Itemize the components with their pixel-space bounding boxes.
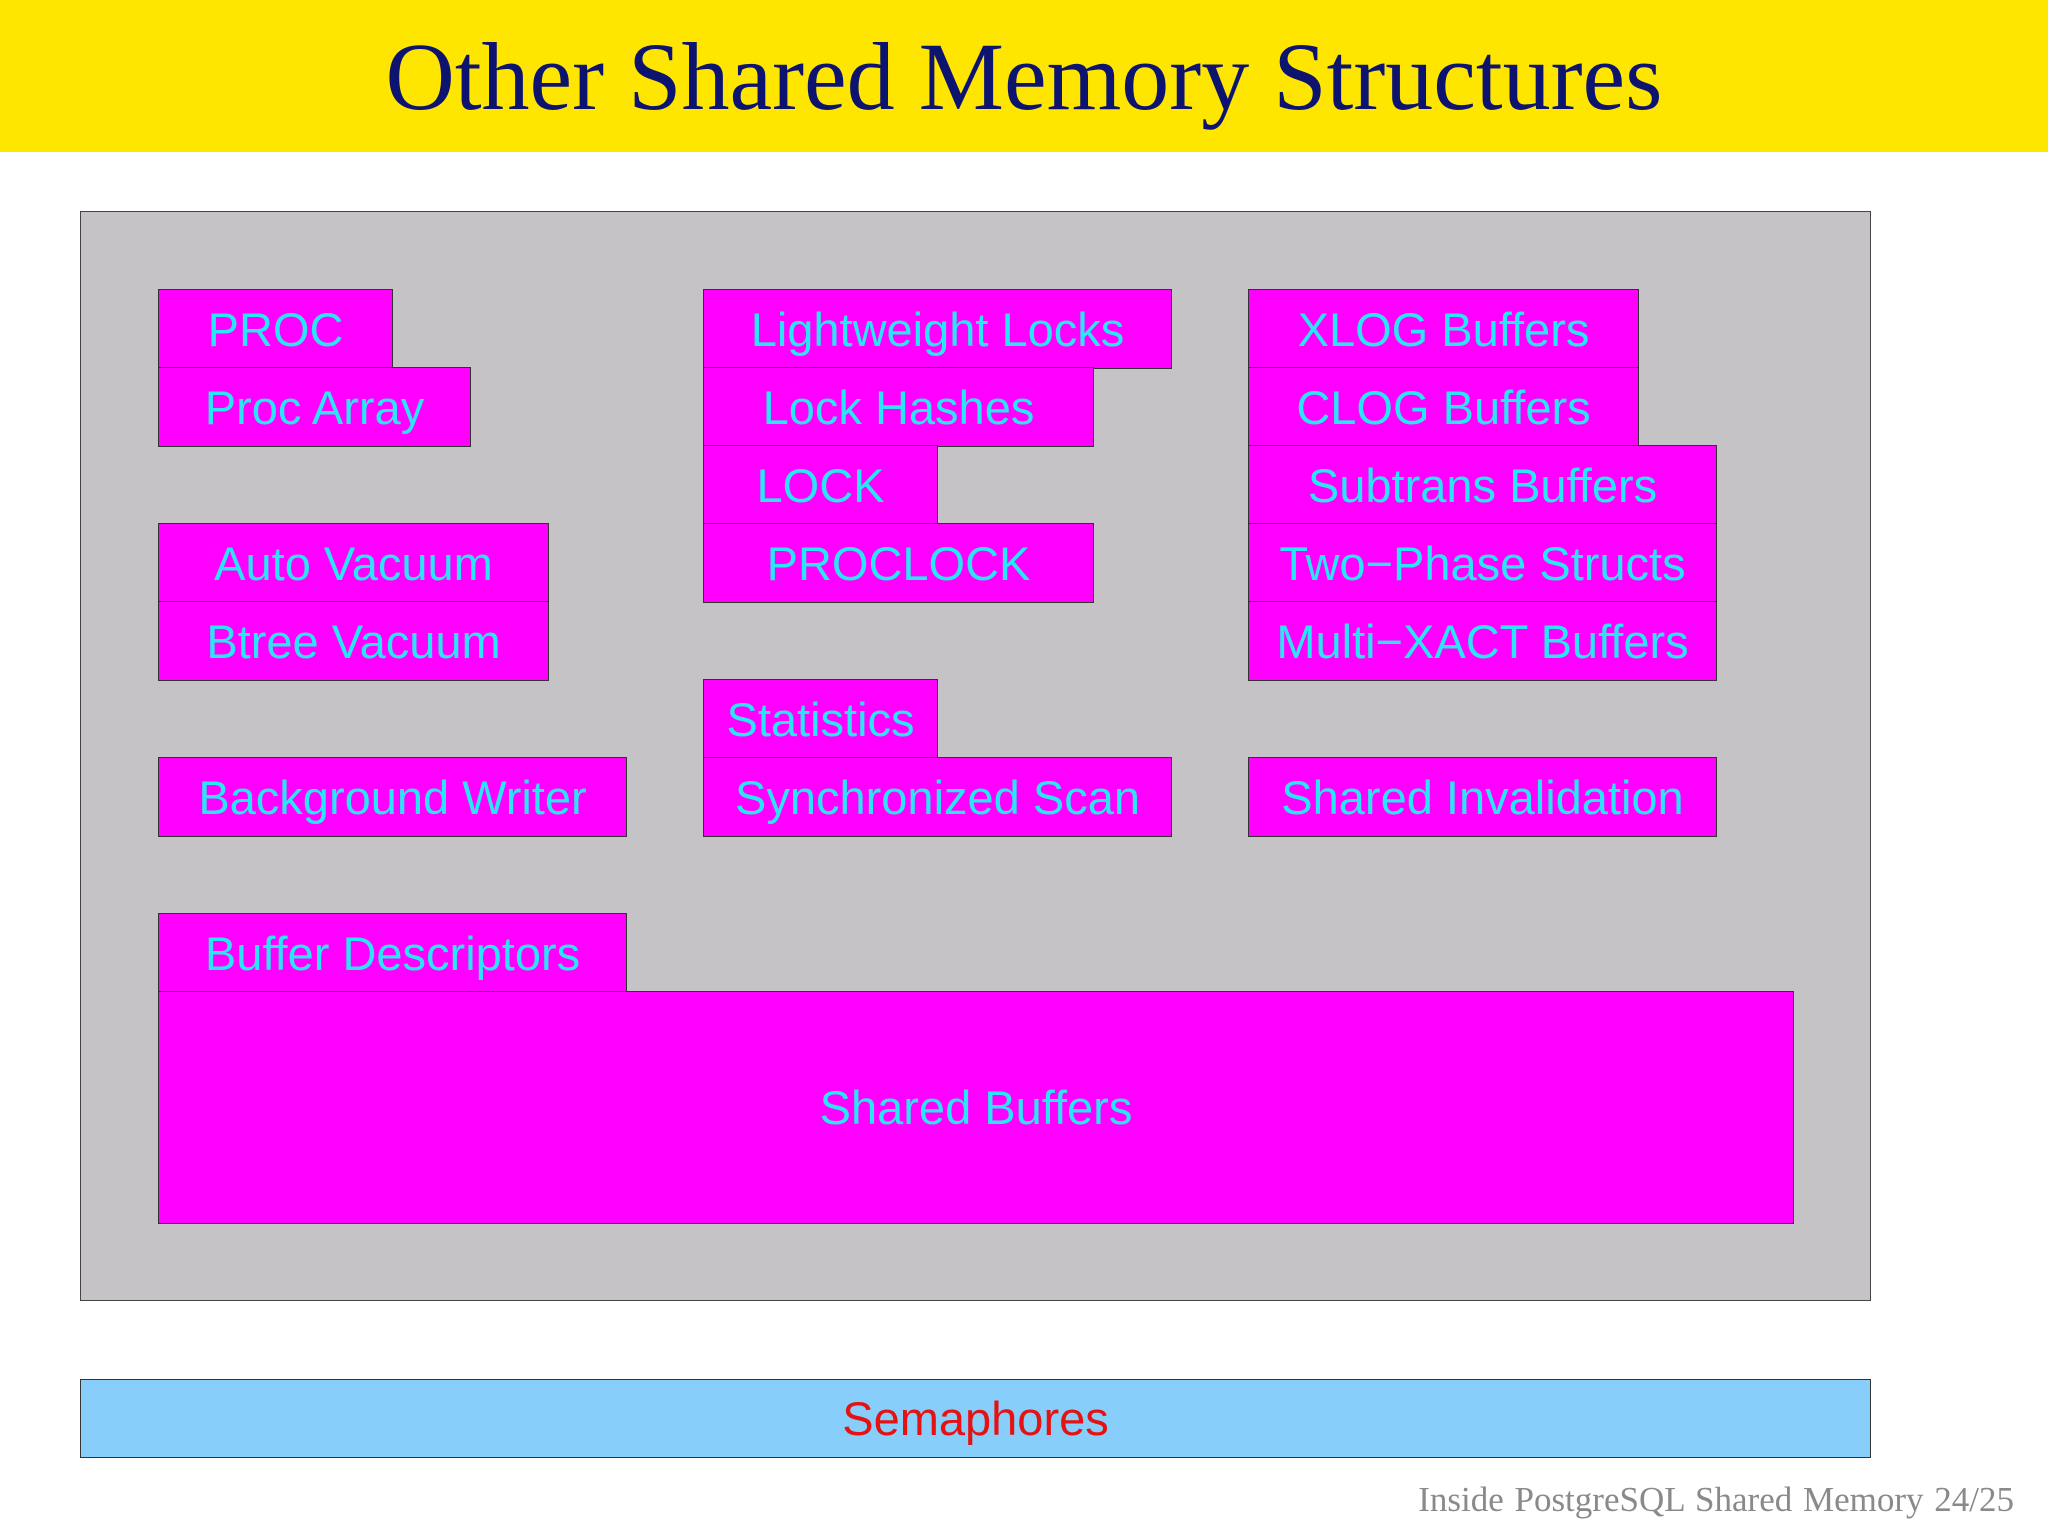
title-bar bbox=[0, 0, 2048, 152]
block-xlog-buffers: XLOG Buffers bbox=[1248, 289, 1639, 369]
block-lock: LOCK bbox=[703, 445, 938, 525]
block-shared-invalidation: Shared Invalidation bbox=[1248, 757, 1717, 837]
block-shared-buffers: Shared Buffers bbox=[158, 991, 1794, 1224]
block-buffer-descriptors: Buffer Descriptors bbox=[158, 913, 627, 993]
block-synchronized-scan: Synchronized Scan bbox=[703, 757, 1172, 837]
block-proc: PROC bbox=[158, 289, 393, 369]
block-proc-array: Proc Array bbox=[158, 367, 471, 447]
block-lightweight-locks: Lightweight Locks bbox=[703, 289, 1172, 369]
block-two-phase-structs: Two−Phase Structs bbox=[1248, 523, 1717, 603]
block-subtrans-buffers: Subtrans Buffers bbox=[1248, 445, 1717, 525]
block-btree-vacuum: Btree Vacuum bbox=[158, 601, 549, 681]
block-proclock: PROCLOCK bbox=[703, 523, 1094, 603]
block-statistics: Statistics bbox=[703, 679, 938, 759]
block-lock-hashes: Lock Hashes bbox=[703, 367, 1094, 447]
semaphores-bar: Semaphores bbox=[80, 1379, 1871, 1458]
block-clog-buffers: CLOG Buffers bbox=[1248, 367, 1639, 447]
block-auto-vacuum: Auto Vacuum bbox=[158, 523, 549, 603]
slide-footer: Inside PostgreSQL Shared Memory 24/25 bbox=[1418, 1480, 2014, 1519]
slide-title: Other Shared Memory Structures bbox=[385, 22, 1663, 130]
block-multi-xact-buffers: Multi−XACT Buffers bbox=[1248, 601, 1717, 681]
block-background-writer: Background Writer bbox=[158, 757, 627, 837]
